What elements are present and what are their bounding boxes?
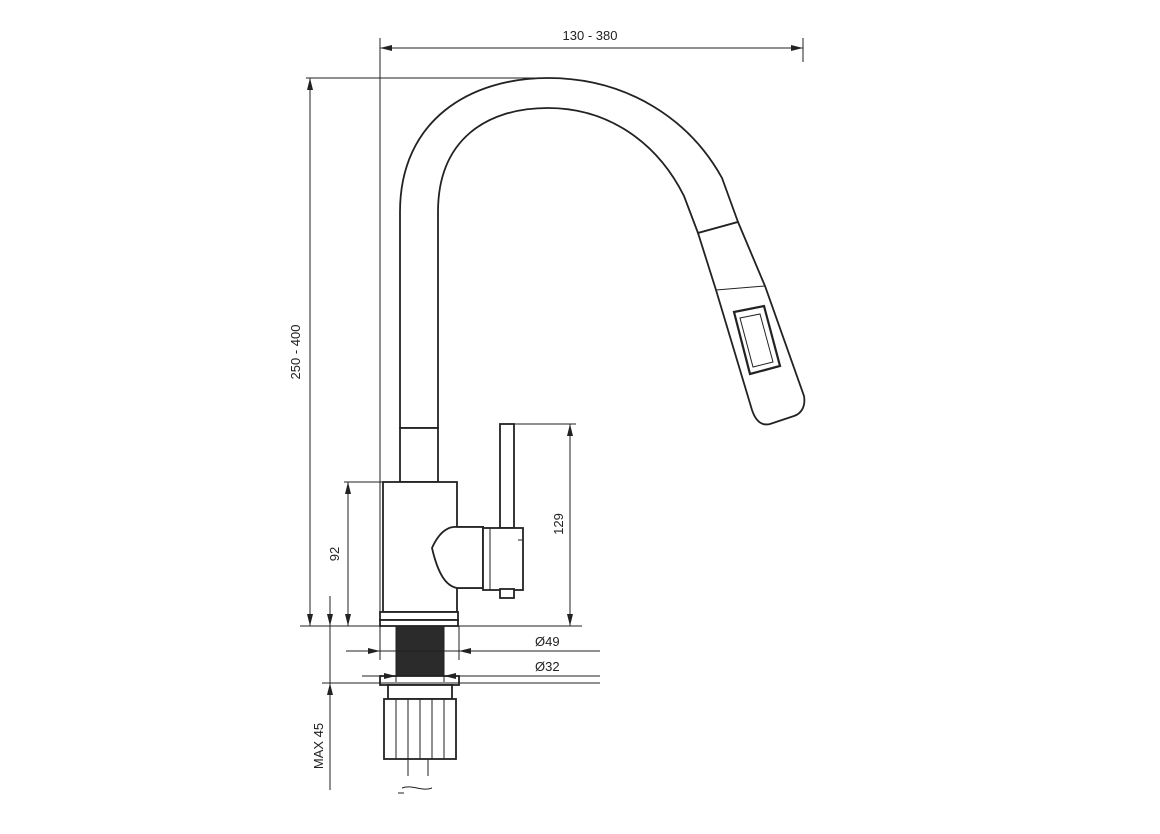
dim-reach-arrow-left [380, 45, 392, 51]
spout-collar [399, 427, 439, 483]
spout-outer-contour [399, 77, 740, 429]
mounting-assembly [379, 626, 460, 794]
spray-head [696, 220, 806, 426]
mounting-plate [387, 684, 453, 700]
label-hole-diameter: Ø32 [535, 659, 560, 674]
label-max-thickness: MAX 45 [311, 723, 326, 769]
spray-head-joint [715, 285, 766, 291]
dim-max45-arrow-top [327, 614, 333, 626]
lever-nub [499, 588, 515, 599]
nut-flutes [395, 699, 445, 759]
label-lever-height: 129 [551, 513, 566, 535]
spray-button [732, 304, 782, 376]
base-ring-upper [379, 611, 459, 621]
dim-body-arrow-top [345, 482, 351, 494]
lever-cap [482, 527, 524, 591]
dim-32-arrow-left [384, 673, 396, 679]
dim-lever-arrow-top [567, 424, 573, 436]
dim-height-arrow-top [307, 78, 313, 90]
threaded-shank [396, 626, 444, 682]
dim-max45-arrow-bottom [327, 683, 333, 695]
dim-height-arrow-bottom [307, 614, 313, 626]
extension-lines [300, 38, 804, 684]
dim-body-arrow-bottom [345, 614, 351, 626]
dimension-lines [307, 45, 803, 790]
faucet-body [379, 423, 524, 627]
lever-cap-detail [489, 528, 522, 590]
faucet-spout [399, 77, 806, 429]
dim-reach-arrow-right [791, 45, 803, 51]
dim-49-arrow-left [368, 648, 380, 654]
hose-break-mark [398, 786, 433, 794]
lever-handle [499, 423, 515, 529]
base-ring-lower [379, 619, 459, 627]
label-body-height: 92 [327, 547, 342, 561]
dimension-labels: 130 - 380 250 - 400 92 129 Ø49 Ø32 MAX 4… [288, 28, 617, 769]
supply-hoses [407, 759, 429, 776]
label-height: 250 - 400 [288, 325, 303, 380]
dim-lever-arrow-bottom [567, 614, 573, 626]
spray-button-inner [739, 313, 774, 368]
dim-32-arrow-right [444, 673, 456, 679]
label-reach: 130 - 380 [563, 28, 618, 43]
label-base-diameter: Ø49 [535, 634, 560, 649]
dim-49-arrow-right [459, 648, 471, 654]
mounting-washer [379, 675, 460, 686]
